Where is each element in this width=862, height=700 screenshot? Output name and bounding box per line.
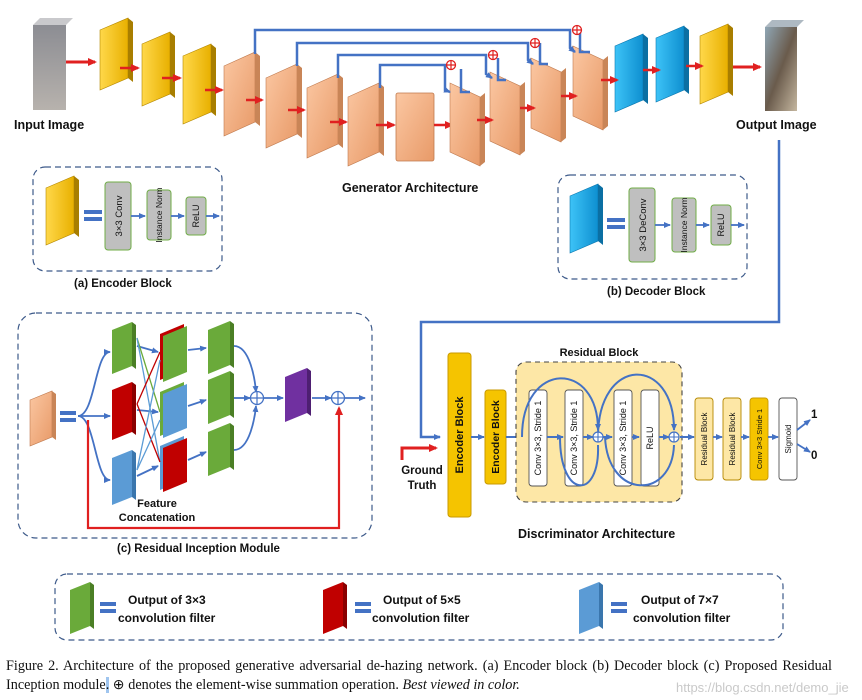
inception-caption: (c) Residual Inception Module [117,543,280,555]
ri-block-8 [572,45,608,131]
output-image-top [765,20,804,27]
ri-block-2 [265,63,302,149]
decoder-block-1 [614,33,648,113]
sum-circle-g3 [529,37,541,49]
encoder-block-caption: (a) Encoder Block [74,278,172,290]
inc-green-1 [112,322,136,374]
caption-part2: denotes the element-wise summation opera… [124,677,399,693]
encoder-norm-label: Instance Norm [154,187,164,242]
watermark: https://blog.csdn.net/demo_jie [676,680,849,695]
figure-caption: Figure 2. Architecture of the proposed g… [6,657,832,695]
residual-block-title: Residual Block [560,347,640,359]
encoder-block-3 [182,43,216,125]
inc-green-blue-2 [160,382,187,438]
decoder-norm-label: Instance Norm [679,197,689,252]
decoder-block-2 [655,25,689,103]
rb-conv-3-label: Conv 3×3, Stride 1 [618,401,628,476]
ri-block-1 [223,51,260,137]
inc-residual-path [86,406,343,530]
disc-res-1 [694,397,714,481]
ri-block-7 [530,57,566,143]
generator-to-discriminator-arrow [419,140,781,440]
sum-symbol-icon: ⊕ [112,677,125,693]
encoder-norm-box [146,189,172,241]
inc-blue-1 [112,450,136,505]
inc-red-green-2 [160,324,187,382]
inception-panel: Feature Concatenation (c) Residual Incep… [17,312,373,555]
inc-sum-2 [330,390,346,406]
input-image-top [33,18,73,25]
input-image-label: Input Image [14,118,84,132]
encoder-conv-label: 3×3 Conv [114,195,125,236]
ground-truth-label-1: Ground [401,465,443,477]
inc-green-3b [208,371,234,424]
rb-sum-1 [592,431,604,443]
inc-blue-red-2 [160,436,187,492]
legend-green-line1: Output of 3×3 [128,593,206,607]
disc-sigmoid [778,397,798,481]
legend-blue-line1: Output of 7×7 [641,593,719,607]
disc-encoder-1-label: Encoder Block [454,396,466,474]
legend-red-line2: convolution filter [372,611,470,625]
caption-italic: Best viewed in color. [402,677,520,693]
caption-part1: Figure 2. Architecture of the proposed g… [6,658,832,693]
inc-green-3a [208,321,234,374]
ground-truth-label-2: Truth [408,480,437,492]
sum-circle-g2 [487,49,499,61]
disc-conv-final-label: Conv 3×3 Stride 1 [755,409,764,469]
inc-red-1 [112,382,136,440]
disc-conv-final [749,397,769,481]
encoder-block-2 [141,31,175,107]
output-image-label: Output Image [736,118,817,132]
legend-green-line2: convolution filter [118,611,216,625]
disc-encoder-1 [447,352,472,518]
bottleneck-block [395,92,435,162]
generator-output-encoder-block [699,23,733,105]
ri-block-4 [347,82,384,167]
legend-red-line1: Output of 5×5 [383,593,461,607]
discriminator-title: Discriminator Architecture [518,527,675,541]
disc-encoder-2-label: Encoder Block [490,400,502,474]
feature-concat-label-2: Concatenation [119,512,196,524]
ri-block-3 [306,73,343,159]
generator: Input Image Output Image [14,17,817,195]
rb-conv-1-label: Conv 3×3, Stride 1 [533,401,543,476]
decoder-block-caption: (b) Decoder Block [607,286,706,298]
encoder-block-panel: 3×3 Conv Instance Norm ReLU (a) Encoder … [32,166,223,290]
rb-sum-2 [668,431,680,443]
disc-output-1: 1 [811,409,818,421]
ri-block-6 [489,71,525,156]
legend-blue-swatch [579,582,603,634]
legend-red-swatch [323,582,347,634]
legend-green-swatch [70,582,94,634]
sum-circle-g1 [445,59,457,71]
output-image [765,27,797,111]
sum-circle-g4 [571,24,583,36]
inc-purple [285,368,311,422]
decoder-relu-label: ReLU [716,213,726,236]
skip-connections [253,28,590,94]
encoder-block-1 [99,17,133,91]
caption-highlight: . [105,677,110,693]
disc-res-2 [722,397,742,481]
rb-relu-label: ReLU [645,426,655,449]
disc-res-2-label: Residual Block [728,412,737,466]
legend: Output of 3×3 convolution filter Output … [54,573,784,641]
decoder-deconv-label: 3×3 DeConv [638,198,649,251]
discriminator: Ground Truth Encoder Block Encoder Block… [400,347,818,541]
disc-sigmoid-label: Sigmoid [784,425,793,454]
legend-blue-line2: convolution filter [633,611,731,625]
disc-res-1-label: Residual Block [700,412,709,466]
feature-concat-label-1: Feature [137,498,177,510]
inc-sum-1 [249,390,265,406]
rb-conv-2-label: Conv 3×3, Stride 1 [569,401,579,476]
decoder-block-panel: 3×3 DeConv Instance Norm ReLU (b) Decode… [557,174,748,298]
inc-green-3c [208,423,234,476]
architecture-diagram: Input Image Output Image [14,17,818,641]
ri-block-5 [449,82,485,167]
disc-output-0: 0 [811,450,817,462]
encoder-relu-label: ReLU [191,204,201,227]
generator-title: Generator Architecture [342,181,478,195]
input-image [33,25,66,110]
